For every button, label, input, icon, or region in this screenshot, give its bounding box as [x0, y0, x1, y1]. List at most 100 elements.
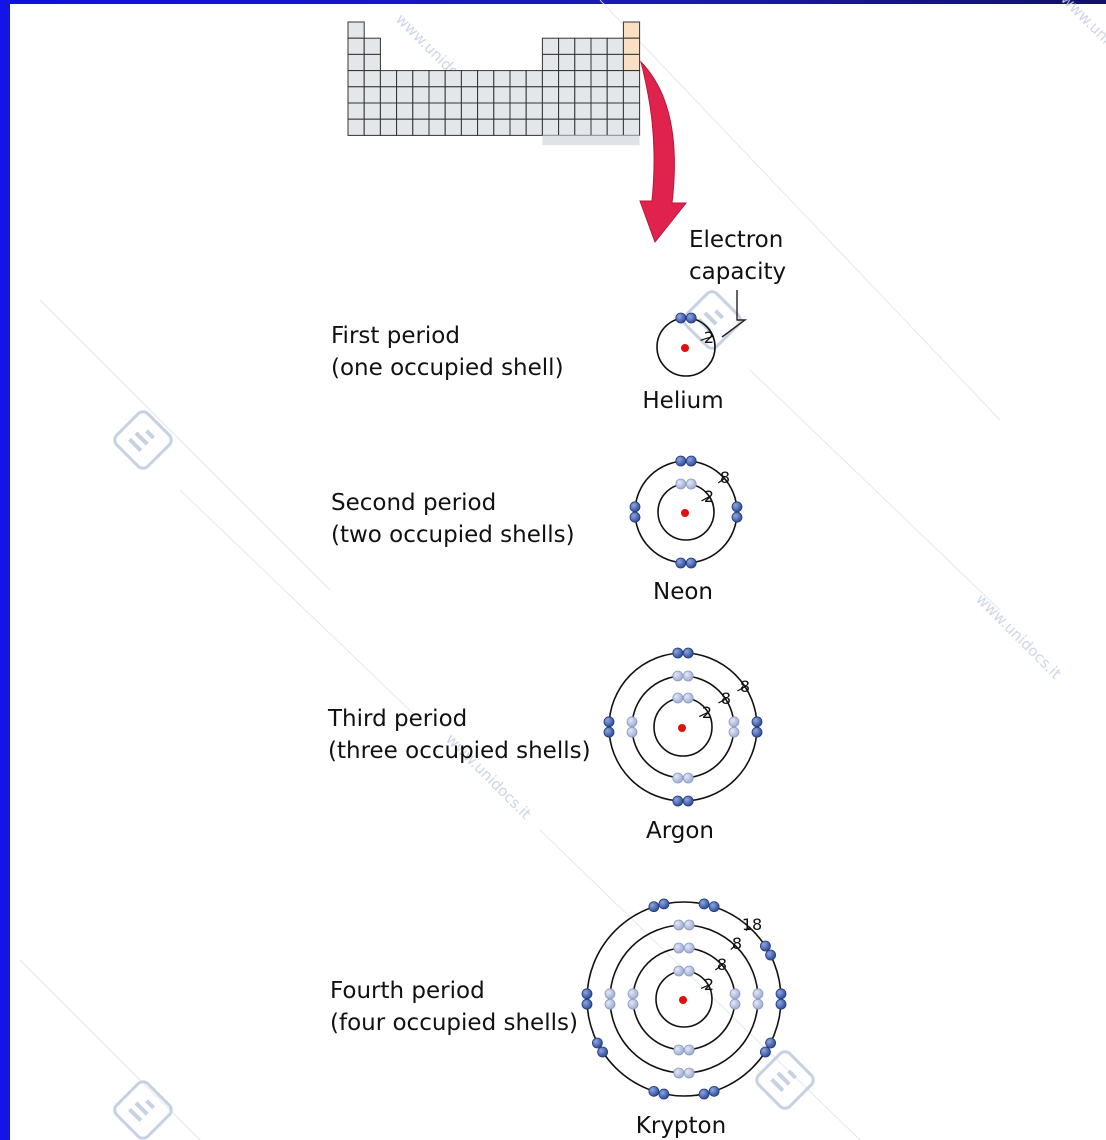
periodic-table-cell — [606, 37, 624, 55]
periodic-table-cell — [622, 21, 641, 39]
periodic-table-cell — [493, 118, 511, 136]
period-2-subtitle: (two occupied shells) — [331, 522, 575, 548]
periodic-table-cell — [444, 118, 462, 136]
periodic-table-cell — [558, 53, 576, 72]
capacity-leader-line — [700, 335, 715, 341]
inner-electron — [604, 998, 616, 1010]
periodic-table-cell — [574, 53, 592, 72]
watermark-layer: www.unidocs.it www.unidocs.it www.unidoc… — [19, 0, 1106, 1140]
periodic-table-cell — [347, 118, 365, 136]
inner-electron — [685, 478, 697, 490]
inner-electron — [673, 1067, 685, 1079]
watermark-logo-icon — [113, 410, 173, 470]
period-labels: First period (one occupied shell) Second… — [327, 323, 591, 1036]
periodic-table-cell — [363, 53, 381, 72]
inner-electron — [729, 998, 741, 1010]
inner-electron — [675, 478, 687, 490]
atom-models: 22828828818 — [581, 312, 787, 1100]
valence-electron — [685, 312, 697, 324]
valence-electron — [597, 1046, 608, 1058]
electron-capacity-label-line2: capacity — [689, 259, 786, 285]
valence-electron — [603, 716, 615, 728]
periodic-table-cell — [525, 118, 543, 136]
periodic-table-cell — [574, 118, 592, 136]
periodic-table-cell — [622, 86, 641, 104]
valence-electron — [708, 901, 720, 913]
periodic-table-cell — [444, 86, 462, 104]
inner-electron — [672, 670, 684, 682]
periodic-table-cell — [606, 102, 624, 120]
inner-electron — [682, 670, 694, 682]
valence-electron — [648, 901, 660, 913]
periodic-table-cell — [396, 86, 414, 104]
valence-electron — [682, 795, 694, 807]
valence-electron — [760, 1046, 771, 1058]
periodic-table-shadow — [542, 135, 640, 146]
inner-electron — [683, 1044, 695, 1056]
inner-electron — [604, 988, 616, 1000]
inner-electron — [683, 919, 695, 931]
periodic-table-cell — [590, 53, 608, 72]
shell-capacity-label: 8 — [732, 934, 742, 953]
periodic-table-cell — [541, 86, 560, 104]
periodic-table-cell — [347, 102, 365, 120]
valence-electron — [581, 988, 593, 1000]
inner-electron — [752, 998, 764, 1010]
periodic-table-cell — [574, 86, 592, 104]
periodic-table-cell — [525, 70, 543, 88]
inner-electron — [683, 942, 695, 954]
valence-electron — [765, 1037, 777, 1049]
period-3-title: Third period — [327, 706, 467, 732]
valence-electron — [731, 501, 743, 513]
periodic-table-cell — [477, 86, 495, 104]
periodic-table-cell — [493, 102, 511, 120]
periodic-table-cell — [493, 70, 511, 88]
inner-electron — [673, 919, 685, 931]
periodic-table-cell — [622, 118, 641, 136]
valence-electron — [685, 557, 697, 569]
periodic-table-cell — [509, 86, 527, 104]
periodic-table-cell — [412, 102, 430, 120]
capacity-leader-line — [698, 711, 710, 718]
periodic-table-cell — [428, 86, 446, 104]
valence-electron — [658, 898, 670, 910]
valence-electron — [672, 795, 684, 807]
watermark-text: www.unidocs.it — [972, 590, 1065, 683]
periodic-table-cell — [558, 118, 576, 136]
period-4-subtitle: (four occupied shells) — [330, 1010, 578, 1036]
capacity-leader-line — [714, 963, 724, 971]
atom-neon: 28 — [629, 455, 743, 569]
valence-electron — [698, 898, 710, 910]
capacity-leader-line — [718, 698, 727, 704]
inner-electron — [672, 772, 684, 784]
inner-electron — [673, 965, 685, 977]
periodic-table-cell — [606, 118, 624, 136]
capacity-leader-line — [745, 926, 751, 932]
periodic-table-cell — [363, 70, 381, 88]
periodic-table-cell — [363, 102, 381, 120]
periodic-table-cell — [606, 86, 624, 104]
periodic-table-cell — [460, 86, 479, 104]
periodic-table-cell — [396, 102, 414, 120]
periodic-table-cell — [606, 70, 624, 88]
periodic-table-cell — [379, 102, 398, 120]
valence-electron — [629, 511, 641, 523]
periodic-table-cell — [541, 118, 560, 136]
periodic-table-cell — [558, 70, 576, 88]
valence-electron — [675, 557, 687, 569]
periodic-table-cell — [396, 70, 414, 88]
periodic-table-cell — [558, 86, 576, 104]
periodic-table-cell — [525, 102, 543, 120]
valence-electron — [675, 455, 687, 467]
periodic-table-cell — [460, 102, 479, 120]
nucleus — [679, 996, 687, 1004]
periodic-table-cell — [428, 102, 446, 120]
valence-electron — [629, 501, 641, 513]
periodic-table-cell — [590, 102, 608, 120]
periodic-table-cell — [493, 86, 511, 104]
periodic-table-cell — [590, 70, 608, 88]
periodic-table-cell — [379, 70, 398, 88]
inner-electron — [728, 716, 740, 728]
